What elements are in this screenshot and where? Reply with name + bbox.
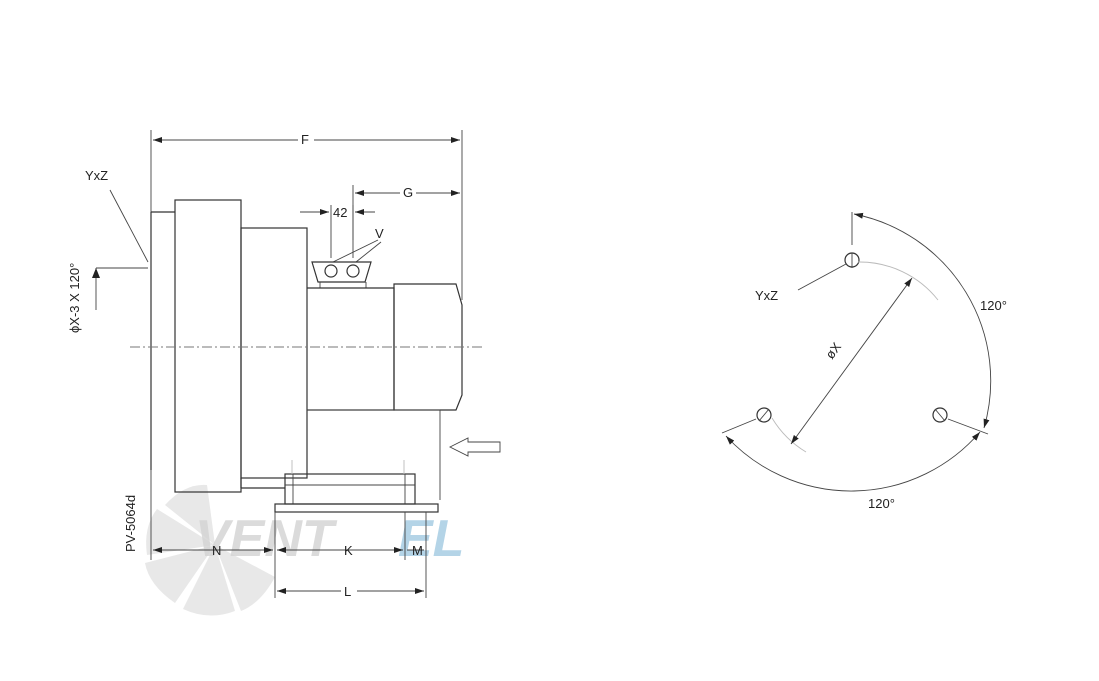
fan-logo-icon: [145, 484, 275, 616]
angle-label-top: 120°: [980, 298, 1007, 313]
housing-cover: [240, 227, 308, 479]
blower-housing: [174, 199, 242, 493]
bolt-label-YxZ: YxZ: [755, 288, 778, 303]
dim-label-F: F: [301, 132, 309, 147]
watermark-brand-gray: VENT: [195, 510, 338, 568]
hole-note: ϕX-3 X 120°: [67, 263, 82, 333]
angle-arc-bottom: [725, 431, 981, 492]
air-flow-arrow-icon: [448, 437, 501, 457]
flange-label-YxZ: YxZ: [85, 168, 108, 183]
terminal-icon: [324, 264, 338, 278]
side-view: F G 42 V: [67, 130, 501, 599]
dim-label-K: K: [344, 543, 353, 558]
terminal-box: [311, 261, 372, 283]
angle-label-bottom: 120°: [868, 496, 895, 511]
model-label: PV-5064d: [123, 495, 138, 552]
dim-label-42: 42: [333, 205, 347, 220]
dim-label-V: V: [375, 226, 384, 241]
bolt-hole-icon: [756, 407, 772, 423]
dim-label-N: N: [212, 543, 221, 558]
terminal-icon: [346, 264, 360, 278]
diameter-label: øX: [822, 339, 844, 362]
dim-line-diameter: [790, 277, 913, 445]
watermark-brand-blue: EL: [398, 510, 464, 568]
watermark: VENT EL: [145, 484, 464, 616]
dim-label-G: G: [403, 185, 413, 200]
angle-arc-top: [853, 212, 992, 429]
flange-view: øX YxZ 120° 120°: [721, 212, 1020, 512]
pitch-circle-arc: [857, 261, 939, 301]
base-foot: [274, 503, 439, 513]
dim-label-M: M: [412, 543, 423, 558]
motor-body: [307, 287, 395, 411]
dim-label-L: L: [344, 584, 351, 599]
